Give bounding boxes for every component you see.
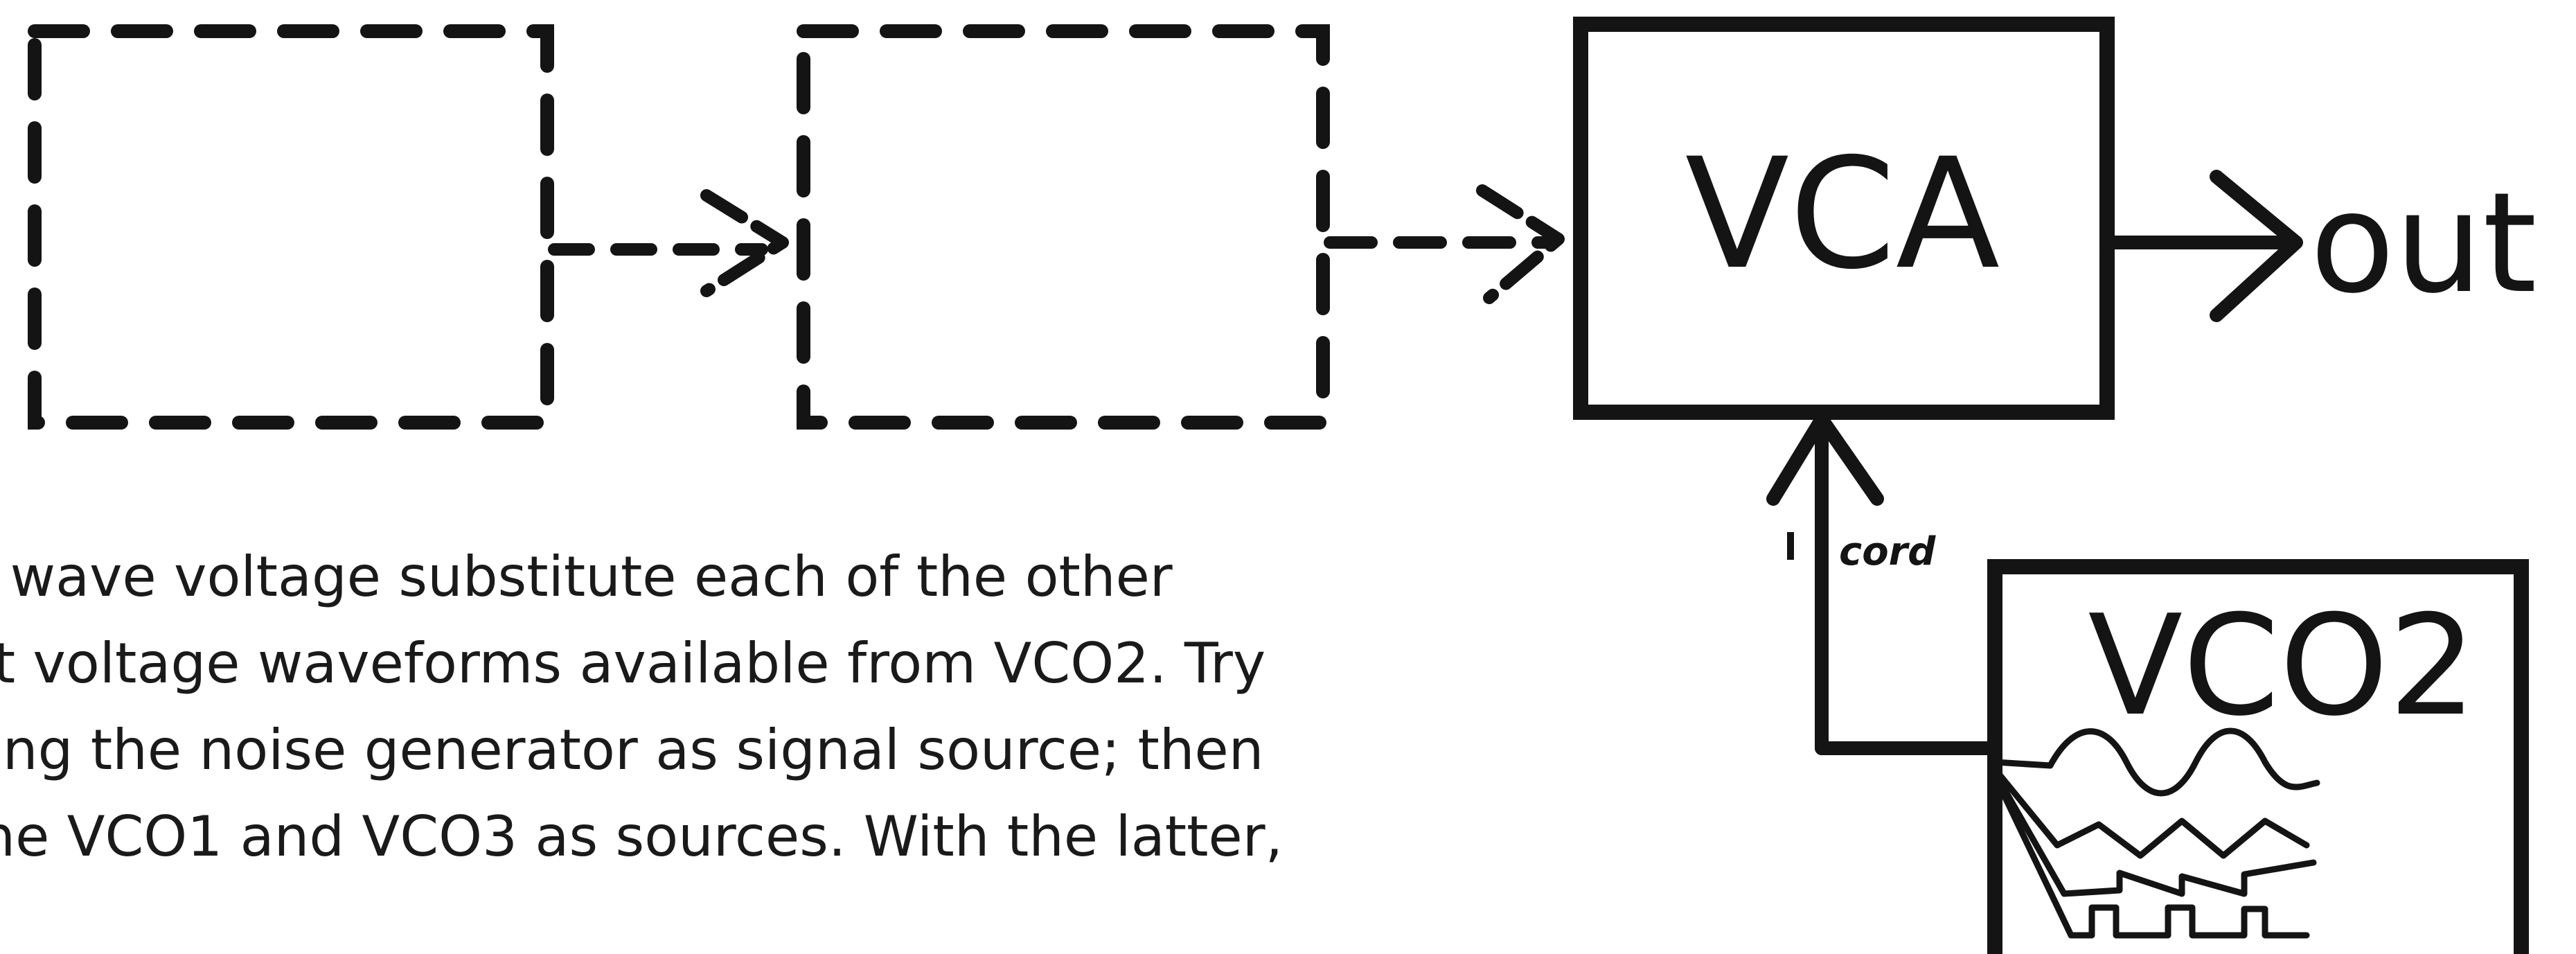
empty-module-1 — [28, 24, 554, 430]
vco2-module: VCO2 — [1987, 559, 2529, 954]
vca-label: VCA — [1685, 125, 2000, 303]
out-label: out — [2310, 163, 2537, 324]
cord-label: cord — [1839, 529, 1936, 574]
empty-module-2 — [797, 24, 1330, 430]
dashed-arrow-2 — [1324, 184, 1565, 304]
vca-module: VCA — [1573, 17, 2115, 420]
waveform-outputs — [1991, 727, 2320, 939]
output-arrow — [2100, 170, 2303, 322]
square-wave-icon — [1991, 772, 2310, 939]
patch-cord — [1766, 412, 2002, 755]
body-text-line: e wave voltage substitute each of the ot… — [0, 545, 1173, 609]
sawtooth-wave-icon — [1991, 769, 2317, 897]
body-text-line: the VCO1 and VCO3 as sources. With the l… — [0, 804, 1283, 869]
triangle-wave-icon — [1991, 766, 2310, 859]
vca-box — [1573, 17, 2115, 420]
vco2-label: VCO2 — [2088, 585, 2476, 747]
sine-wave-icon — [1991, 727, 2320, 797]
body-text-line: sing the noise generator as signal sourc… — [0, 718, 1264, 782]
body-text: e wave voltage substitute each of the ot… — [0, 533, 1732, 880]
dashed-arrow-1 — [548, 189, 789, 297]
body-text-line: ut voltage waveforms available from VCO2… — [0, 631, 1266, 696]
